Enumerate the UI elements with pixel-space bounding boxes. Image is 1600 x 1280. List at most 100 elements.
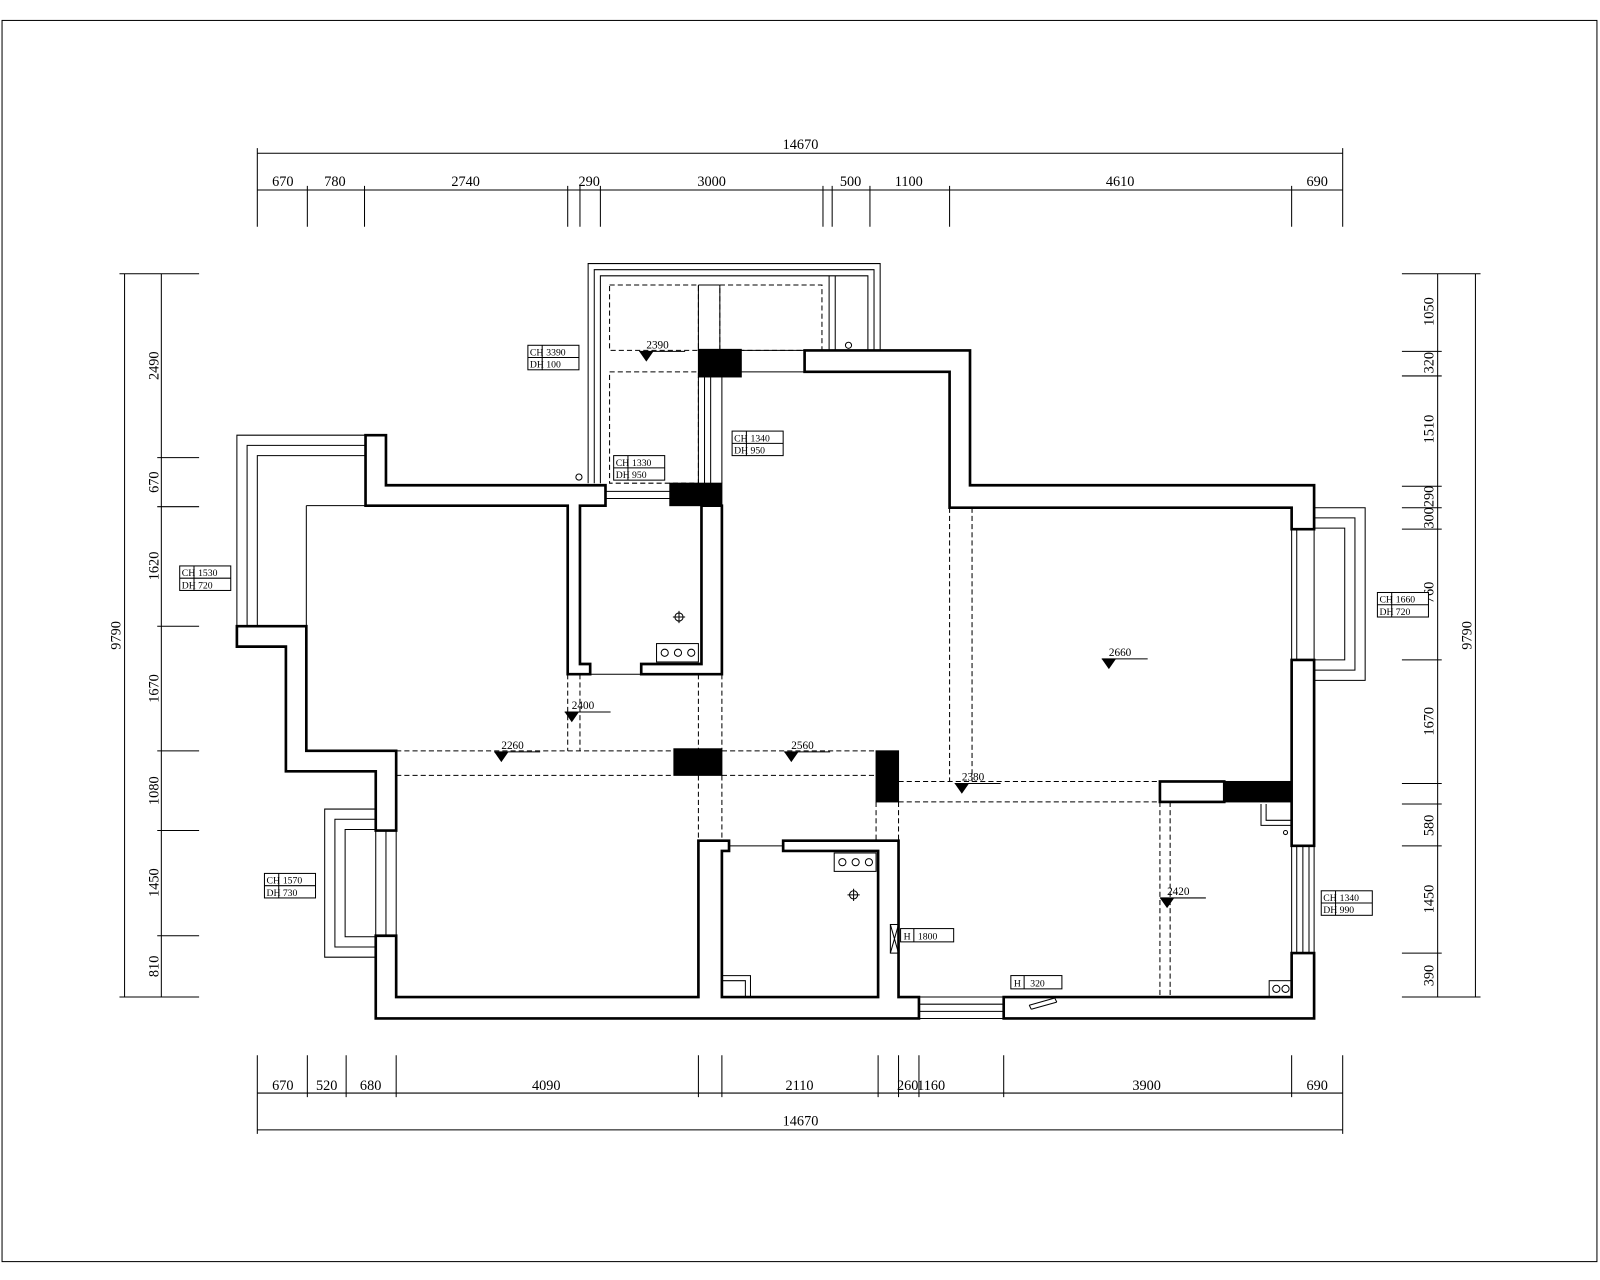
dim-bottom-value: 3900 <box>1132 1078 1161 1094</box>
window-tag-dh-label: DH <box>182 580 196 591</box>
window-tag-ch-label: CH <box>1379 595 1392 606</box>
dim-right-value: 390 <box>1422 965 1438 986</box>
window-tag-divider <box>527 345 579 370</box>
height-tag-value: 1800 <box>918 931 938 942</box>
window-tag-ch-value: 3390 <box>546 347 566 358</box>
window-frame <box>918 996 1004 1019</box>
height-tag-label: H <box>904 931 911 942</box>
column <box>697 348 742 378</box>
wall <box>1158 780 1226 804</box>
level-triangle-icon <box>1101 658 1117 670</box>
dim-left-value: 1620 <box>146 552 162 581</box>
dim-left-value: 810 <box>146 956 162 977</box>
dim-left-value: 2490 <box>146 351 162 380</box>
window-tag-dh-value: 720 <box>1396 607 1411 618</box>
window-tag-ch-label: CH <box>616 458 629 469</box>
level-value: 2380 <box>962 771 985 783</box>
sheet-border <box>1 19 1598 1263</box>
level-mark: 2390 <box>639 339 686 362</box>
radiator-icon <box>1028 997 1058 1010</box>
dim-right-value: 290 <box>1422 486 1438 507</box>
level-mark: 2660 <box>1101 647 1148 670</box>
height-tag-label: H <box>1014 978 1021 989</box>
window-frame <box>605 490 670 500</box>
column <box>669 482 723 507</box>
dimension-lines-bottom <box>256 1055 1344 1134</box>
floor-drain-icon <box>847 888 860 902</box>
window-tag-ch-value: 1570 <box>283 876 303 887</box>
dim-right-overall: 9790 <box>1459 621 1475 650</box>
dim-left-value: 1450 <box>146 868 162 897</box>
balcony-door-opening <box>741 349 805 373</box>
window-tag-ch-value: 1340 <box>750 433 770 444</box>
dimension-lines-left <box>119 273 200 998</box>
level-mark: 2400 <box>564 700 611 723</box>
column <box>1223 780 1293 803</box>
level-value: 2420 <box>1167 886 1190 898</box>
window-tag-ch-label: CH <box>266 876 279 887</box>
pipe-shaft <box>721 975 751 998</box>
level-value: 2400 <box>572 700 595 712</box>
window-tag-dh-label: DH <box>266 888 280 899</box>
wall <box>364 433 607 676</box>
dim-top-value: 2740 <box>451 174 480 190</box>
bay-window-left-lower <box>324 808 397 958</box>
dim-right-value: 1050 <box>1422 297 1438 326</box>
level-triangle-icon <box>639 351 654 362</box>
window-tag-dh-label: DH <box>530 360 544 371</box>
dim-bottom-value: 690 <box>1306 1078 1327 1094</box>
column <box>673 748 723 776</box>
window-tag-divider <box>179 565 231 591</box>
window-tag-ch-value: 1340 <box>1340 893 1360 904</box>
balcony-dashed-area <box>719 284 823 351</box>
window-tag-divider <box>1377 592 1429 618</box>
window-tag-ch-value: 1530 <box>198 568 218 579</box>
dim-bottom-value: 670 <box>272 1078 293 1094</box>
dimension-lines-top <box>256 148 1344 227</box>
level-value: 2390 <box>646 339 669 351</box>
dim-right-value: 1450 <box>1422 885 1438 914</box>
window-tag-ch-label: CH <box>182 568 195 579</box>
dim-bottom-value: 4090 <box>532 1078 561 1094</box>
window-tag-dh-value: 950 <box>750 446 765 457</box>
window-tag-divider <box>1321 890 1373 916</box>
dim-left-value: 1080 <box>146 776 162 805</box>
dim-right-value: 320 <box>1422 352 1438 373</box>
heater-icon <box>889 923 900 954</box>
window-tag-divider <box>732 431 784 456</box>
dim-right-value: 580 <box>1422 815 1438 836</box>
dim-bottom-overall: 14670 <box>783 1114 819 1130</box>
dim-top-value: 1100 <box>895 174 923 190</box>
dim-bottom-value: 2110 <box>785 1078 813 1094</box>
dim-top-value: 690 <box>1306 174 1327 190</box>
level-triangle-icon <box>1159 897 1175 909</box>
window-tag-ch-value: 1660 <box>1396 595 1416 606</box>
dim-bottom-value: 520 <box>316 1078 337 1094</box>
balcony-dashed-area <box>609 371 699 484</box>
dim-right-value: 1670 <box>1422 707 1438 736</box>
drain-symbol <box>844 341 853 349</box>
height-tag: H 1800 <box>900 928 955 943</box>
balcony-dashed-area <box>609 284 699 351</box>
dim-left-value: 1670 <box>146 674 162 703</box>
dim-bottom-value: 260 <box>897 1078 918 1094</box>
stove-icon <box>656 643 699 663</box>
wall <box>1290 658 1316 848</box>
stove-icon <box>1268 980 1293 998</box>
window-tag-dh-value: 720 <box>198 580 213 591</box>
dim-bottom-value: 680 <box>360 1078 381 1094</box>
level-triangle-icon <box>564 712 579 723</box>
dim-top-value: 3000 <box>697 174 726 190</box>
wall <box>803 349 1316 531</box>
level-mark: 2560 <box>784 740 831 763</box>
